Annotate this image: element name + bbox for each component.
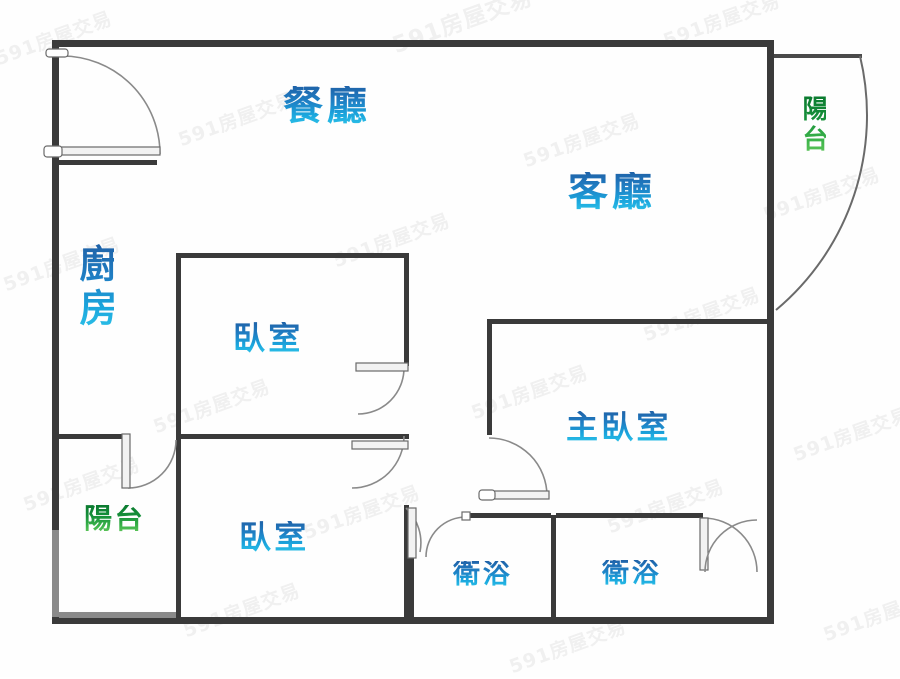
wall-balcony-left-sill [59, 612, 179, 618]
wall-group-interior [59, 160, 772, 622]
wall-outer-left-upper [52, 47, 59, 430]
wall-bathroom-right-top [556, 513, 703, 518]
wall-outer-left-railing [52, 530, 59, 624]
room-label-bedroom-lower: 臥室 [239, 518, 310, 556]
room-label-balcony-right: 陽台 [798, 95, 828, 156]
wall-bathroom-left-edge [409, 515, 414, 622]
door-arc-bathroom-left [425, 516, 467, 558]
wall-outer-top [52, 40, 774, 47]
room-label-bedroom-upper: 臥室 [233, 319, 304, 357]
room-label-bathroom-left: 衛浴 [453, 559, 513, 590]
door-leaf-master [488, 490, 550, 500]
wall-balcony-top [774, 54, 862, 58]
door-leaf-bathroom-left [461, 511, 471, 521]
door-leaf-bathroom-right [699, 517, 709, 571]
wall-outer-left-lower [52, 430, 59, 530]
door-leaf-entrance-knob [43, 145, 63, 158]
door-arc-bathroom-right [702, 517, 758, 573]
wall-bedroom-upper-top [181, 253, 409, 258]
wall-mid-horizontal-left [59, 434, 122, 439]
wall-mid-horizontal-center [176, 434, 409, 439]
room-label-master-bedroom: 主臥室 [566, 408, 672, 446]
room-label-bathroom-right: 衛浴 [602, 558, 662, 589]
wall-bathroom-left-top [466, 513, 551, 518]
door-arc-master [488, 437, 548, 497]
room-label-balcony-left: 陽台 [84, 502, 146, 535]
wall-master-left [487, 319, 492, 435]
wall-bedroom-upper-left [176, 253, 181, 437]
door-arc-entrance [61, 55, 161, 155]
door-arc-balcony-left [127, 439, 177, 489]
door-leaf-bedroom-lower [407, 507, 417, 559]
wall-balcony-bedroom-divider [176, 437, 181, 620]
wall-bedroom-upper-right [404, 253, 409, 366]
door-leaf-master-knob [478, 489, 496, 501]
door-leaf-bedroom-upper-2 [351, 440, 409, 450]
door-arc-balcony-right [775, 55, 868, 311]
wall-kitchen-top [59, 160, 157, 165]
wall-master-top [487, 319, 772, 324]
room-label-kitchen: 廚房 [73, 244, 117, 333]
wall-main-right [767, 40, 774, 624]
door-group [43, 48, 868, 573]
door-arc-bathroom-right-2 [704, 519, 758, 573]
wall-group-outer [52, 40, 862, 624]
room-label-dining: 餐廳 [283, 83, 371, 129]
room-label-living: 客廳 [568, 169, 656, 215]
wall-bedroom-lower-right [404, 505, 409, 622]
wall-bathroom-divider [551, 515, 556, 622]
door-leaf-entrance-hinge [45, 48, 69, 58]
door-leaf-entrance [56, 146, 161, 156]
door-arc-bedroom-upper [357, 367, 405, 415]
door-leaf-bedroom-upper [355, 362, 409, 372]
door-leaf-balcony-left-panel [121, 433, 131, 489]
